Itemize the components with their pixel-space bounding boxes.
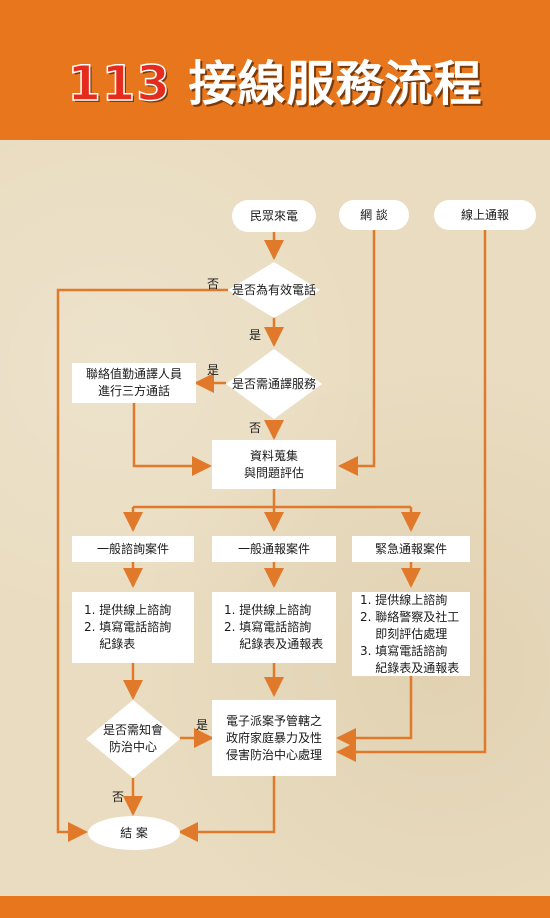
node-report-steps: 1. 提供線上諮詢 2. 填寫電話諮詢 紀錄表及通報表	[212, 592, 336, 663]
page-title: 113 接線服務流程	[0, 44, 550, 114]
label-yes-interpret: 是	[207, 363, 220, 377]
decision-notify-center: 是否需知會 防治中心	[86, 700, 180, 778]
line-invalid-close	[56, 288, 228, 842]
node-close: 結 案	[88, 816, 180, 850]
node-collect: 資料蒐集 與問題評估	[212, 440, 336, 489]
line-webchat-collect	[338, 230, 376, 476]
label-yes-valid: 是	[249, 328, 262, 342]
decision-valid-call: 是否為有效電話	[228, 262, 320, 318]
line-interpreter-collect	[132, 403, 212, 476]
footer-bar	[0, 896, 550, 918]
node-consult-steps: 1. 提供線上諮詢 2. 填寫電話諮詢 紀錄表	[72, 592, 194, 663]
line-emergency-dispatch	[336, 676, 413, 748]
decision-notify-center-text: 是否需知會 防治中心	[102, 723, 163, 754]
node-general-report: 一般通報案件	[212, 536, 336, 562]
node-emergency-steps: 1. 提供線上諮詢 2. 聯絡警察及社工 即刻評估處理 3. 填寫電話諮詢 紀錄…	[352, 592, 470, 676]
label-no-valid: 否	[207, 277, 220, 291]
node-phone: 民眾來電	[232, 200, 316, 232]
title-number: 113	[67, 55, 171, 113]
label-no-notify: 否	[112, 790, 125, 804]
header-banner: 113 接線服務流程	[0, 0, 550, 140]
title-text: 接線服務流程	[188, 56, 483, 112]
node-interpreter: 聯絡值勤通譯人員 進行三方通話	[72, 363, 196, 403]
decision-need-interpret: 是否需通譯服務	[226, 349, 322, 419]
decision-valid-call-shape	[228, 262, 320, 318]
decision-need-interpret-shape	[226, 349, 322, 419]
decision-valid-call-text: 是否為有效電話	[231, 282, 316, 297]
decision-need-interpret-text: 是否需通譯服務	[231, 376, 316, 391]
decision-notify-center-shape	[86, 700, 180, 778]
label-yes-notify: 是	[196, 718, 209, 732]
label-no-interpret: 否	[249, 421, 262, 435]
node-dispatch: 電子派案予管轄之 政府家庭暴力及性 侵害防治中心處理	[212, 700, 336, 776]
node-web-chat: 網 談	[339, 200, 409, 230]
node-online-report: 線上通報	[434, 200, 536, 230]
line-collect-split	[133, 489, 411, 509]
node-general-consult: 一般諮詢案件	[72, 536, 194, 562]
line-online-dispatch	[336, 230, 487, 762]
line-dispatch-close	[178, 776, 276, 842]
node-emergency-report: 緊急通報案件	[352, 536, 470, 562]
